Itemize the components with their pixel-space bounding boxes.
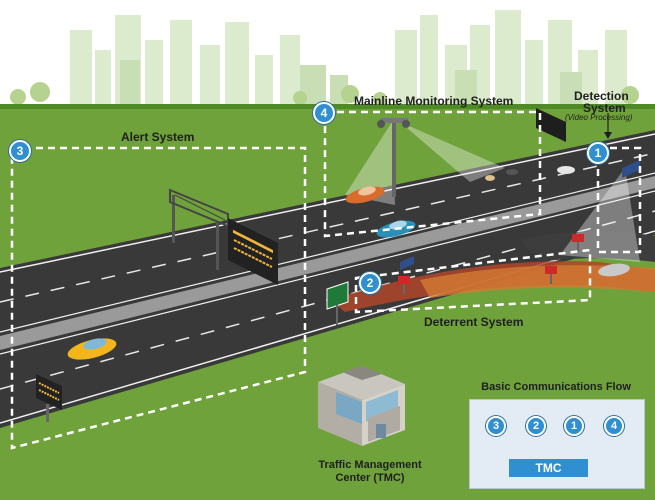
mainline-monitoring-label: Mainline Monitoring System <box>354 94 514 108</box>
alert-gantry <box>169 188 278 285</box>
deterrent-system-label: Deterrent System <box>424 315 524 329</box>
distant-vehicles <box>485 166 575 181</box>
deterrent-system-boundary <box>354 248 592 314</box>
trees <box>10 82 639 106</box>
alert-system-boundary <box>10 146 307 450</box>
camera-beam-left <box>345 122 395 205</box>
badge-deterrent-2: 2 <box>359 272 381 294</box>
detection-system-boundary <box>596 146 642 254</box>
tmc-building <box>318 366 405 446</box>
detection-label-line1: Detection <box>574 89 629 103</box>
silver-car <box>598 263 630 277</box>
mainline-monitoring-boundary <box>323 110 542 238</box>
flow-node-2: 2 <box>526 416 546 436</box>
flow-node-4: 4 <box>604 416 624 436</box>
tmc-label-line2: Center (TMC) <box>335 472 405 484</box>
flow-node-3: 3 <box>486 416 506 436</box>
detection-sublabel: (Video Processing) <box>565 113 633 122</box>
flow-title: Basic Communications Flow <box>481 381 631 393</box>
mainline-highway <box>0 130 655 428</box>
yellow-car <box>67 338 117 360</box>
roadside-vms <box>36 374 62 422</box>
detection-label-line2: System <box>583 101 626 115</box>
alert-system-label: Alert System <box>121 130 195 144</box>
tmc-label-line1: Traffic Management <box>318 459 422 471</box>
orange-car <box>345 186 385 204</box>
flow-node-1: 1 <box>564 416 584 436</box>
badge-detection-1: 1 <box>587 142 609 164</box>
tmc-label: Traffic Management Center (TMC) <box>300 459 440 485</box>
camera-pole <box>392 122 396 197</box>
badge-alert-3: 3 <box>9 140 31 162</box>
overhead-sign <box>536 108 566 142</box>
badge-mainline-4: 4 <box>313 102 335 124</box>
flow-tmc-box: TMC <box>509 459 588 477</box>
wrong-way-signs <box>398 160 640 294</box>
city-skyline <box>70 10 627 108</box>
guide-sign <box>326 281 349 325</box>
camera-beam-right <box>400 122 505 182</box>
exit-ramp <box>520 231 655 262</box>
